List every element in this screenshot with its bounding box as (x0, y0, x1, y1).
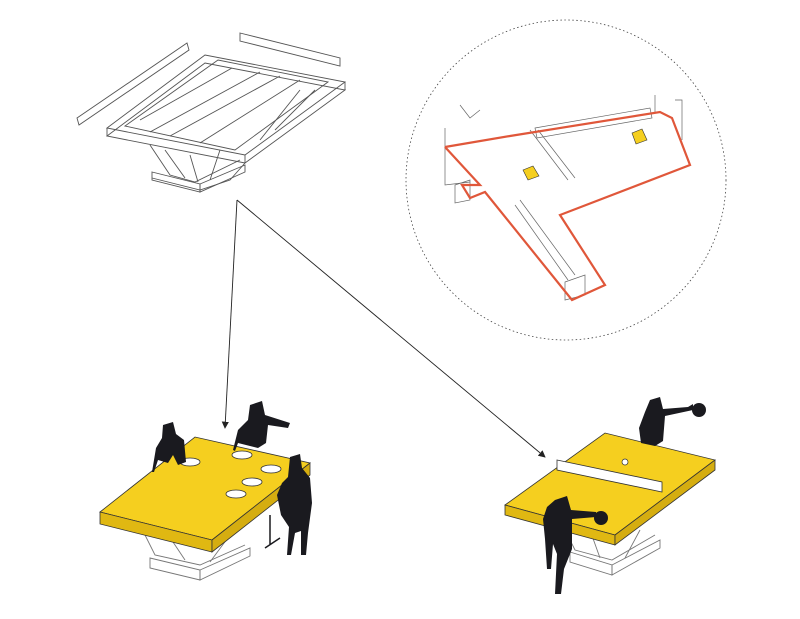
site-plan-inset (405, 19, 727, 341)
table-marker-1 (522, 165, 540, 181)
person-seated-1 (152, 422, 186, 472)
player-back (639, 397, 693, 446)
site-outline (444, 110, 692, 302)
game-table (99, 401, 312, 581)
arrow-to-left-table (221, 199, 238, 429)
person-pointing (233, 401, 290, 451)
ball (621, 458, 629, 466)
player-front (543, 496, 596, 594)
paddle-back (692, 403, 706, 417)
paddle-front (594, 511, 608, 525)
exploded-table-frame (76, 32, 347, 193)
arrow-to-right-table (236, 199, 546, 458)
person-standing (277, 454, 312, 555)
table-marker-2 (631, 128, 648, 145)
net (556, 459, 663, 493)
ping-pong-table (504, 397, 716, 594)
